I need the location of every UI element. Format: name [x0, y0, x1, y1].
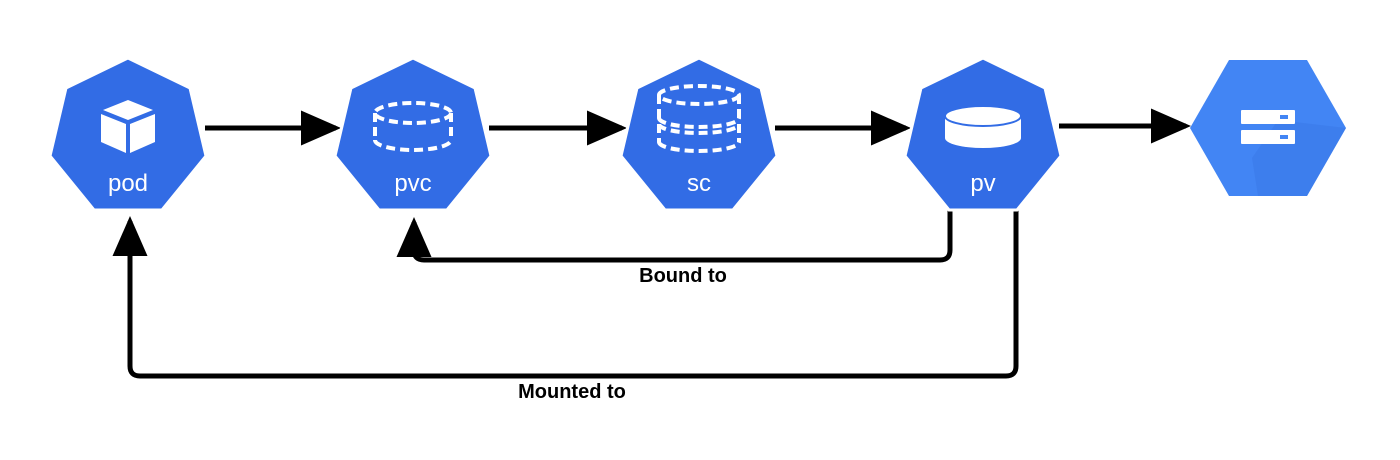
pod-heptagon	[48, 56, 208, 212]
cylinder-icon	[944, 105, 1022, 148]
node-label-pvc: pvc	[394, 170, 431, 197]
stacked-dashed-cylinder-icon	[657, 84, 741, 153]
dashed-cylinder-icon	[373, 101, 453, 152]
node-label-pv: pv	[970, 170, 995, 197]
edge-pv-mounted-to-pod	[112, 207, 1019, 379]
node-label-pod: pod	[108, 170, 148, 197]
edges	[112, 108, 1191, 379]
node-pvc: pvc	[333, 56, 493, 212]
edge-pv-bound-to-pvc	[396, 207, 953, 263]
server-storage-icon	[1241, 110, 1295, 144]
node-pv: pv	[903, 56, 1063, 212]
node-sc: sc	[619, 56, 779, 212]
node-label-sc: sc	[687, 170, 711, 197]
pvc-heptagon	[333, 56, 493, 212]
node-pod: pod	[48, 56, 208, 212]
edge-label-mounted-to: Mounted to	[518, 381, 626, 403]
edge-label-bound-to: Bound to	[639, 265, 727, 287]
cube-icon	[101, 100, 155, 153]
node-storage	[1190, 60, 1346, 196]
